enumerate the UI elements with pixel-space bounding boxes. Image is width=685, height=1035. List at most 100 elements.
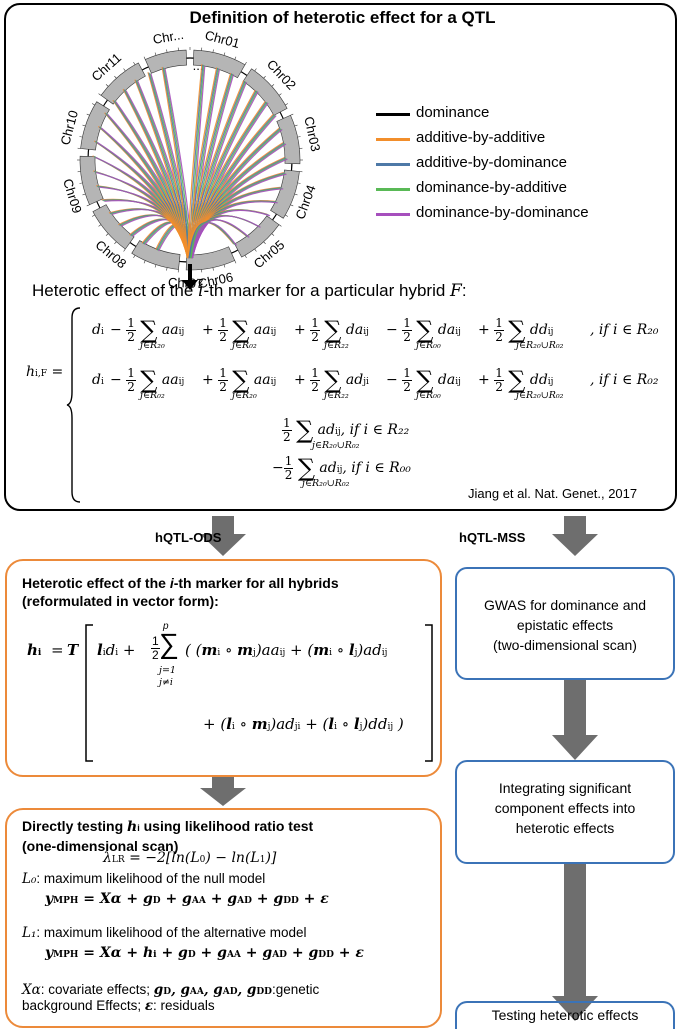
legend-swatch <box>376 213 410 216</box>
circos-tick <box>82 193 86 196</box>
circos-tick <box>244 61 247 65</box>
gwas-box-text: GWAS for dominance and epistatic effects… <box>483 597 647 653</box>
integrating-box-text: Integrating significant component effect… <box>494 780 636 836</box>
circos-tick <box>297 136 301 138</box>
interaction-link <box>147 72 189 259</box>
chromosome-label: Chr03 <box>301 115 323 153</box>
testing-box-text: Testing heterotic effects <box>491 1007 639 1023</box>
circos-tick <box>154 264 157 268</box>
circos-tick <box>271 233 275 236</box>
sum-subscript: j∈R₂₀ <box>140 340 165 351</box>
lrt-box: Directly testing hi using likelihood rat… <box>5 808 442 1028</box>
sum-subscript: j∈R₀₀ <box>416 390 441 401</box>
circos-tick <box>79 136 83 138</box>
circos-tick <box>212 267 214 271</box>
definition-panel <box>4 3 677 511</box>
chromosome-label: Chr10 <box>57 109 81 147</box>
interaction-link <box>187 67 218 259</box>
circos-tick <box>223 52 226 56</box>
sum-subscript: j∈R₀₂ <box>232 340 257 351</box>
circos-tick <box>285 103 289 106</box>
vector-form-box: Heterotic effect of the i-th marker for … <box>5 559 442 777</box>
null-model-equation: yMPH = Xα + gD + gAA + gAD + gDD + ε <box>45 891 329 907</box>
circos-tick <box>143 260 146 264</box>
circos-tick <box>91 103 95 106</box>
legend-label: dominance <box>416 104 490 121</box>
circos-tick <box>290 113 294 116</box>
lambda-equation: λLR = −2[ln(L0) − ln(L1)] <box>103 850 277 866</box>
chromosome-label: Chr01 <box>203 30 241 51</box>
legend-label: additive-by-additive <box>416 129 546 146</box>
legend-label: dominance-by-dominance <box>416 204 589 221</box>
interaction-link <box>134 79 189 259</box>
circos-tick <box>234 260 237 264</box>
circos-tick <box>114 75 117 79</box>
circos-tick <box>290 204 294 207</box>
equation-brace <box>66 307 81 503</box>
hqtl-mss-label: hQTL-MSS <box>459 530 526 545</box>
circos-tick <box>133 255 136 259</box>
circos-tick <box>98 224 102 227</box>
circos-tick <box>294 193 298 196</box>
circos-tick <box>98 93 102 96</box>
chromosome-label: Chr... <box>152 30 185 47</box>
circos-tick <box>91 214 95 217</box>
arrow-to-integrating-box <box>552 680 598 760</box>
chromosome-segment <box>270 169 300 219</box>
sum-subscript: j∈R₂₂ <box>324 390 349 401</box>
circos-tick <box>123 248 126 252</box>
arrow-to-mss-box <box>552 516 598 556</box>
circos-tick <box>271 84 275 87</box>
alt-model-equation: yMPH = Xα + hi + gD + gAA + gAD + gDD + … <box>45 945 364 961</box>
circos-tick <box>86 204 90 207</box>
circos-tick <box>223 264 226 268</box>
dominance-arrowhead <box>182 280 198 290</box>
legend-swatch <box>376 113 410 116</box>
vector-form-title: Heterotic effect of the i-th marker for … <box>22 575 339 609</box>
circos-tick <box>297 182 301 184</box>
circos-tick <box>105 233 109 236</box>
interaction-link <box>148 72 190 259</box>
chromosome-segment <box>79 155 104 206</box>
lrt-title: Directly testing hi using likelihood rat… <box>22 818 314 854</box>
chromosome-segment <box>144 49 187 74</box>
panel-title: Definition of heterotic effect for a QTL <box>189 8 496 27</box>
circos-tick <box>86 113 90 116</box>
circos-tick <box>263 241 266 245</box>
sum-subscript: j∈R₂₀∪R₀₂ <box>312 440 360 451</box>
testing-box: Testing heterotic effects <box>455 1001 675 1029</box>
circos-tick <box>285 214 289 217</box>
interaction-link <box>161 66 189 259</box>
circos-tick <box>212 49 214 53</box>
chromosome-segment <box>92 204 135 250</box>
chromosome-segment <box>100 62 146 105</box>
interaction-link <box>191 222 237 259</box>
hqtl-ods-label: hQTL-ODS <box>155 530 222 545</box>
sum-subscript: j∈R₂₀∪R₀₂ <box>516 390 564 401</box>
equation-term: di <box>92 372 104 388</box>
circos-plot: Chr01Chr02Chr03Chr04Chr05Chr06Chr07Chr08… <box>57 30 323 290</box>
citation: Jiang et al. Nat. Genet., 2017 <box>468 486 638 501</box>
circos-tick <box>133 61 136 65</box>
arrow-to-testing-box <box>552 864 598 1021</box>
equation-condition: , if i ∈ R₀₂ <box>590 372 659 388</box>
circos-tick <box>166 267 168 271</box>
interaction-link <box>187 64 203 259</box>
legend-label: additive-by-dominance <box>416 154 567 171</box>
sum-subscript: j∈R₂₀∪R₀₂ <box>516 340 564 351</box>
chromosome-segment <box>276 114 301 165</box>
sum-subscript: j∈R₂₀ <box>232 390 257 401</box>
equation-term: di <box>92 322 104 338</box>
equation-condition: , if i ∈ R₂₀ <box>590 322 659 338</box>
sum-subscript: j∈R₂₀∪R₀₂ <box>302 478 350 489</box>
